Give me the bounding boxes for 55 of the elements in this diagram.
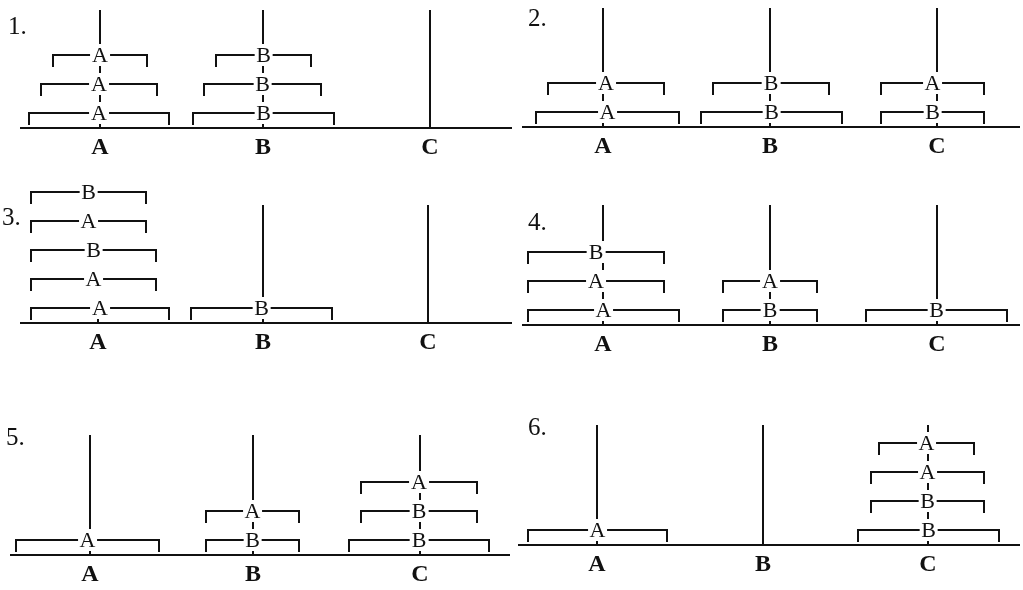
disc-label: B — [923, 101, 942, 123]
peg-label: A — [588, 551, 606, 575]
step-number: 2. — [528, 6, 547, 30]
disc-label: B — [252, 297, 271, 319]
peg-label: C — [928, 331, 946, 355]
peg-label: C — [411, 561, 429, 585]
disc-label: A — [593, 299, 614, 321]
peg-label: C — [919, 551, 937, 575]
disc-label: A — [89, 73, 109, 95]
disc-label: B — [243, 529, 262, 551]
disc-label: A — [409, 471, 429, 493]
disc-label: A — [597, 101, 618, 123]
peg-label: B — [762, 331, 778, 355]
disc-label: B — [254, 102, 273, 124]
peg-label: A — [91, 134, 109, 158]
disc-label: A — [916, 432, 937, 454]
disc-label: A — [89, 102, 109, 124]
disc-label: B — [409, 529, 429, 551]
peg-label: A — [594, 133, 612, 157]
step-number: 1. — [8, 14, 27, 38]
disc-label: B — [253, 73, 272, 95]
peg-label: C — [419, 329, 437, 353]
disc-label: A — [596, 72, 616, 94]
peg-label: B — [762, 133, 778, 157]
disc-label: A — [90, 44, 110, 66]
disc-label: B — [762, 101, 781, 123]
disc-label: B — [760, 299, 780, 321]
peg-label: B — [245, 561, 261, 585]
disc-label: A — [586, 270, 606, 292]
peg-label: C — [928, 133, 946, 157]
peg-label: A — [594, 331, 612, 355]
disc-label: A — [917, 461, 938, 483]
disc-label: A — [760, 270, 780, 292]
disc-label: A — [242, 500, 263, 522]
disc-label: A — [587, 519, 608, 541]
disc-label: B — [254, 44, 273, 66]
peg-label: B — [255, 329, 271, 353]
disc-label: B — [761, 72, 781, 94]
disc-label: A — [77, 529, 98, 551]
disc-label: A — [90, 297, 110, 319]
peg-label: B — [255, 134, 271, 158]
peg-label: A — [81, 561, 99, 585]
disc-label: B — [409, 500, 429, 522]
disc-label: B — [927, 299, 946, 321]
step-number: 4. — [528, 210, 547, 234]
peg-label: C — [421, 134, 439, 158]
step-number: 6. — [528, 415, 547, 439]
peg-label: A — [89, 329, 107, 353]
step-number: 3. — [2, 205, 21, 229]
disc-label: B — [586, 241, 606, 263]
disc-label: A — [922, 72, 943, 94]
disc-label: B — [919, 519, 938, 541]
disc-label: B — [918, 490, 937, 512]
peg-label: B — [755, 551, 771, 575]
step-number: 5. — [6, 425, 25, 449]
